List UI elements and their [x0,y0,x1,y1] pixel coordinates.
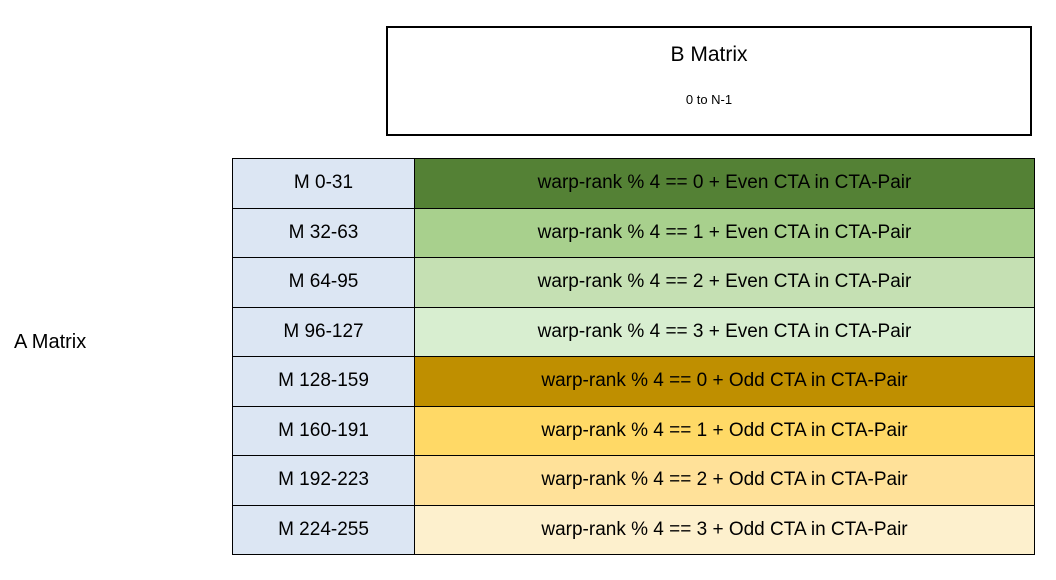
a-matrix-label: A Matrix [14,331,87,353]
b-matrix-title: B Matrix [670,43,748,66]
row-description-cell: warp-rank % 4 == 2 + Odd CTA in CTA-Pair [414,455,1035,506]
row-label-cell: M 0-31 [232,158,415,209]
row-label-cell: M 128-159 [232,356,415,407]
row-description-cell: warp-rank % 4 == 2 + Even CTA in CTA-Pai… [414,257,1035,308]
row-label-cell: M 192-223 [232,455,415,506]
row-description-cell: warp-rank % 4 == 0 + Even CTA in CTA-Pai… [414,158,1035,209]
b-matrix-range-label: 0 to N-1 [685,92,733,107]
row-description-cell: warp-rank % 4 == 0 + Odd CTA in CTA-Pair [414,356,1035,407]
b-matrix-box: B Matrix 0 to N-1 [386,26,1032,136]
row-label-cell: M 32-63 [232,207,415,258]
row-description-cell: warp-rank % 4 == 1 + Odd CTA in CTA-Pair [414,405,1035,456]
row-description-cell: warp-rank % 4 == 3 + Even CTA in CTA-Pai… [414,306,1035,357]
row-label-cell: M 224-255 [232,504,415,555]
row-description-cell: warp-rank % 4 == 1 + Even CTA in CTA-Pai… [414,207,1035,258]
row-label-cell: M 96-127 [232,306,415,357]
row-label-cell: M 160-191 [232,405,415,456]
row-label-cell: M 64-95 [232,257,415,308]
row-description-cell: warp-rank % 4 == 3 + Odd CTA in CTA-Pair [414,504,1035,555]
